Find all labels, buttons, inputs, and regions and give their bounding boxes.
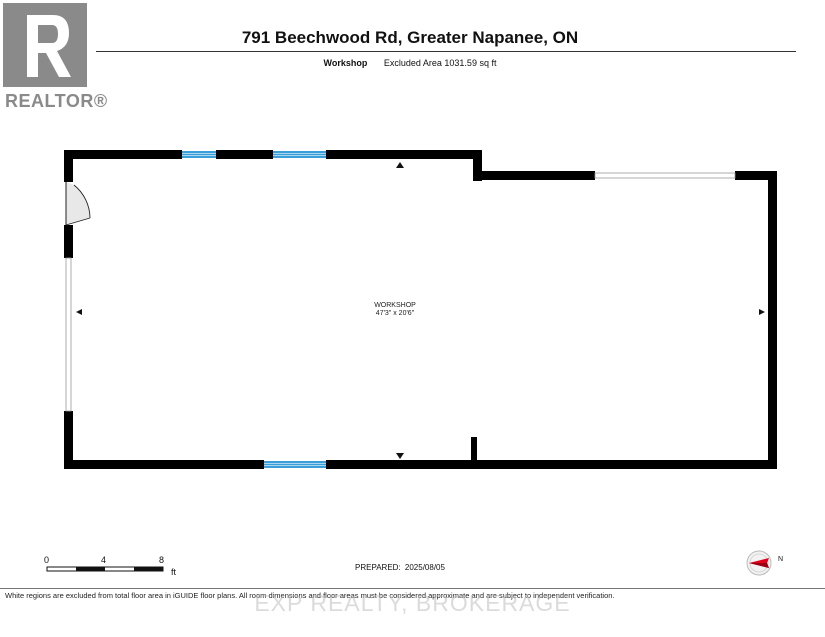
arrow-top (396, 162, 404, 168)
realtor-logo: REALTOR® (3, 3, 107, 113)
room-label-workshop: WORKSHOP 47'3" x 20'6" (340, 302, 450, 318)
room-name: WORKSHOP (374, 302, 416, 309)
scale-bar: 0 4 8 ft (40, 555, 200, 577)
scale-unit: ft (171, 567, 177, 577)
arrow-left (76, 309, 82, 315)
realtor-wordmark: REALTOR® (5, 91, 108, 111)
wall-bottom (64, 460, 777, 469)
compass: N (745, 548, 790, 578)
interior-stub-wall (471, 437, 477, 467)
wall-right (768, 171, 777, 469)
door-swing (65, 182, 91, 226)
footer-divider (0, 588, 825, 589)
realtor-r-icon (3, 3, 87, 87)
scale-bar-graphic (46, 566, 164, 572)
scale-tick-0: 0 (44, 555, 50, 565)
wall-top-step (473, 150, 482, 181)
scale-tick-8: 8 (159, 555, 165, 565)
disclaimer-note: White regions are excluded from total fl… (5, 591, 615, 600)
area-summary: Workshop Excluded Area 1031.59 sq ft (120, 58, 700, 68)
arrow-bottom (396, 453, 404, 459)
prepared-value: 2025/08/05 (404, 563, 445, 572)
brokerage-watermark: EXP REALTY, BROKERAGE (254, 590, 571, 616)
windows (64, 150, 736, 469)
prepared-label: PREPARED: (355, 563, 401, 572)
scale-tick-4: 4 (101, 555, 107, 565)
title-divider (96, 51, 796, 52)
opening-top-right (595, 171, 735, 180)
opening-left (64, 258, 73, 411)
prepared-date: PREPARED: 2025/08/05 (300, 563, 500, 572)
room-dimensions: 47'3" x 20'6" (375, 310, 415, 317)
summary-area-text: Excluded Area 1031.59 sq ft (383, 58, 497, 68)
wall-left-lower (64, 411, 73, 469)
wall-left-mid (64, 225, 73, 258)
arrow-right (759, 309, 765, 315)
summary-room-name: Workshop (323, 58, 368, 68)
wall-left-upper (64, 150, 73, 182)
compass-icon (746, 550, 772, 576)
dimension-markers (76, 162, 765, 459)
compass-north-label: N (778, 556, 784, 563)
property-address-title: 791 Beechwood Rd, Greater Napanee, ON (241, 28, 579, 47)
